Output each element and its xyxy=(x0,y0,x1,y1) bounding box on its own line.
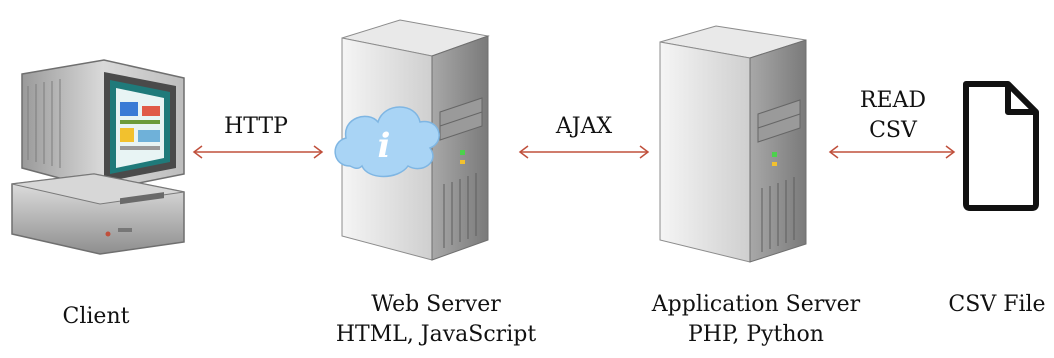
web-server-tech: HTML, JavaScript xyxy=(335,322,537,347)
svg-text:i: i xyxy=(378,126,391,166)
ajax-arrow xyxy=(518,145,650,159)
client-label: Client xyxy=(62,304,130,329)
desktop-computer-icon xyxy=(11,59,185,255)
read-csv-label-line2: CSV xyxy=(869,118,917,143)
app-server-node xyxy=(650,22,826,266)
server-tower-icon xyxy=(659,25,807,263)
csv-file-label: CSV File xyxy=(948,292,1046,317)
app-server-label: Application Server PHP, Python xyxy=(636,290,876,350)
web-server-node: i xyxy=(328,14,508,262)
http-label: HTTP xyxy=(224,114,288,139)
server-tower-with-info-cloud-icon: i xyxy=(334,19,490,261)
ajax-label: AJAX xyxy=(555,114,613,139)
app-server-tech: PHP, Python xyxy=(688,322,824,347)
web-server-title: Web Server xyxy=(371,292,501,317)
read-csv-label-line1: READ xyxy=(859,88,927,113)
document-file-icon xyxy=(963,81,1039,211)
client-node xyxy=(8,56,190,256)
app-server-title: Application Server xyxy=(651,292,861,317)
read-csv-label: READ CSV xyxy=(838,86,948,146)
web-server-label: Web Server HTML, JavaScript xyxy=(316,290,556,350)
read-csv-arrow xyxy=(828,145,956,159)
csv-file-node xyxy=(958,78,1042,212)
http-arrow xyxy=(192,145,324,159)
info-cloud-icon: i xyxy=(334,106,440,178)
